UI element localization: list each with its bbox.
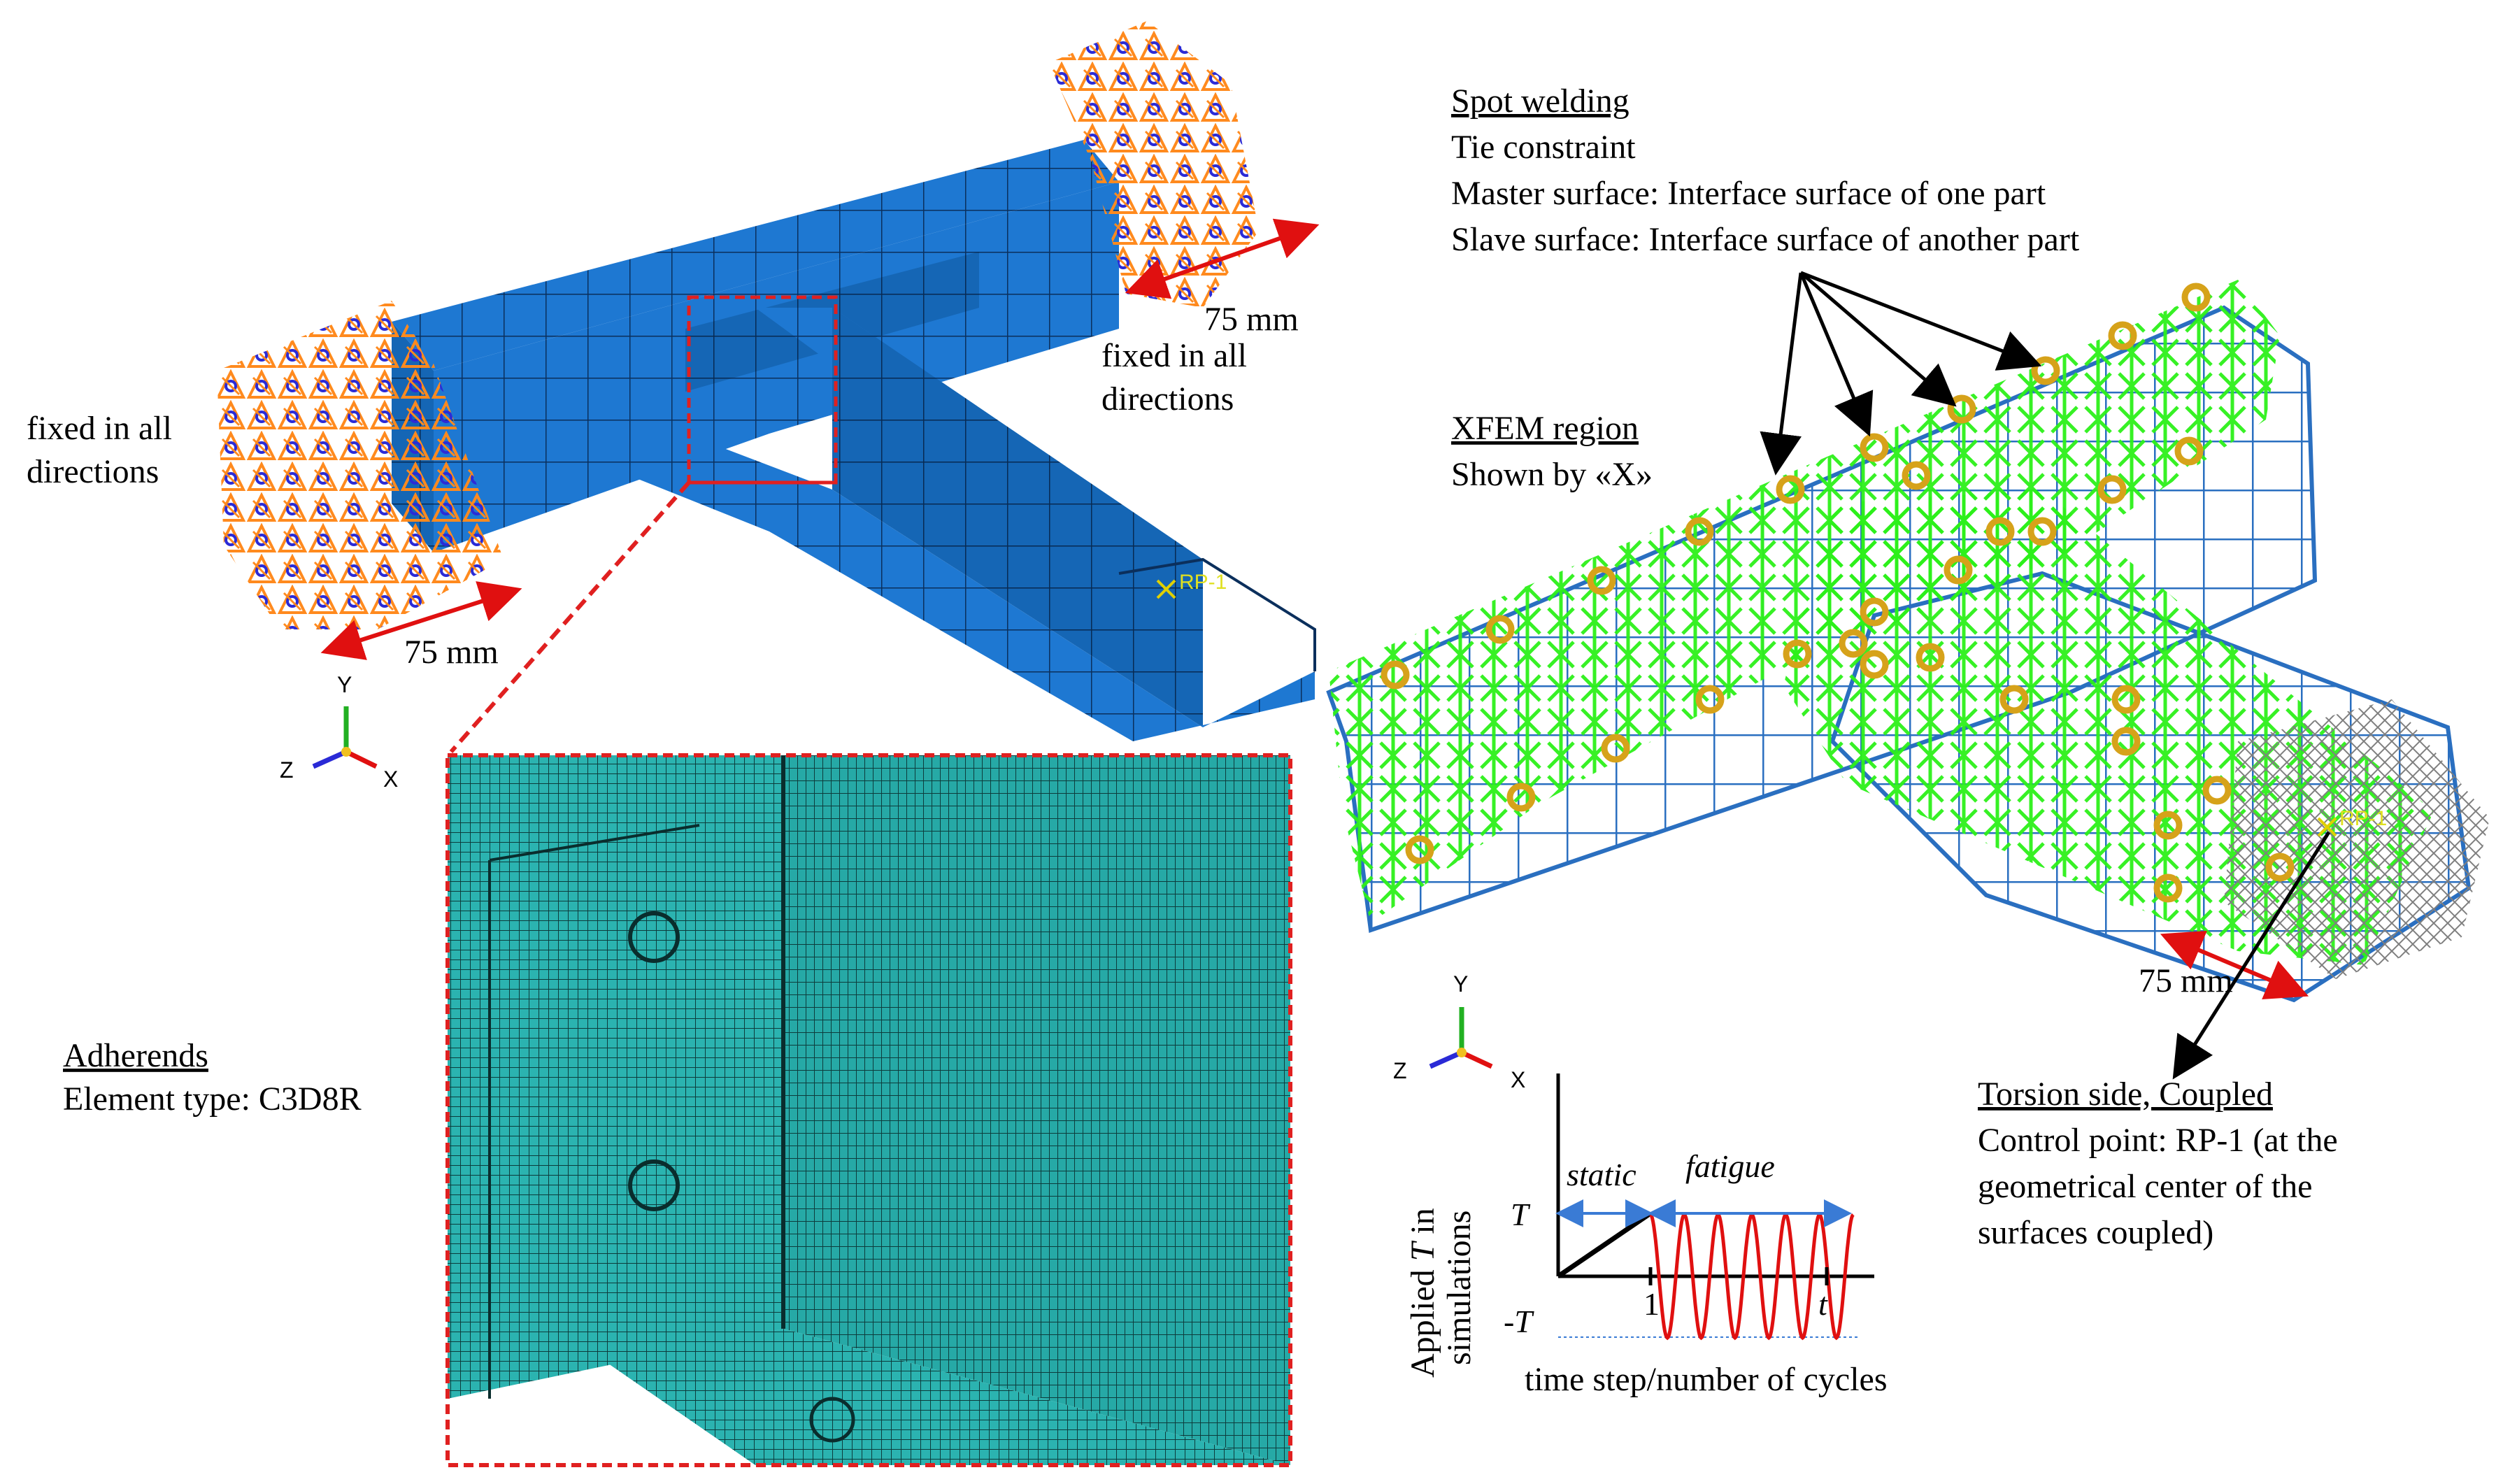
spot-welding-line-2: Master surface: Interface surface of one…: [1451, 175, 2046, 212]
adherends-element-type: Element type: C3D8R: [63, 1080, 362, 1118]
axis-triad-right: Y Z X: [1393, 971, 1525, 1092]
xfem-green-region-main: [1329, 280, 2280, 923]
torsion-leader: [2172, 831, 2331, 1080]
svg-text:X: X: [383, 766, 398, 792]
dim-arrow-right: [1125, 218, 1320, 299]
load-history-chart: static fatigue T -T 1 t time step/number…: [1404, 1073, 1888, 1398]
mesh-web-face: [783, 755, 1290, 1465]
svg-text:Y: Y: [337, 672, 352, 697]
svg-text:Z: Z: [1393, 1058, 1407, 1083]
torsion-title: Torsion side, Coupled: [1978, 1076, 2273, 1113]
fixed-label-left: fixed in all directions: [27, 410, 180, 490]
coupling-rays: [2224, 699, 2490, 979]
spot-welding-title: Spot welding: [1451, 83, 1630, 120]
torsion-line-2: geometrical center of the: [1978, 1168, 2312, 1205]
left-fe-model: RP-1: [217, 21, 1316, 741]
rp-1-marker-left: RP-1: [1156, 571, 1227, 599]
mesh-bottom-flange: [608, 1329, 1290, 1465]
chart-x-label: time step/number of cycles: [1525, 1361, 1888, 1398]
zoom-leader-line: [449, 481, 691, 753]
tick-label-negT: -T: [1504, 1304, 1534, 1339]
chart-y-label-line2: simulations: [1441, 1211, 1478, 1365]
svg-text:Y: Y: [1453, 971, 1468, 997]
dim-label-right: 75 mm: [1204, 301, 1299, 338]
phase-fatigue-label: fatigue: [1685, 1148, 1775, 1184]
svg-text:RP-1: RP-1: [1179, 571, 1227, 594]
dim-label-left: 75 mm: [404, 634, 499, 671]
spot-weld-mesh-2: [628, 1160, 680, 1211]
svg-text:RP-1: RP-1: [2339, 807, 2387, 830]
tick-label-T: T: [1511, 1197, 1531, 1232]
main-beam-top-face: [392, 140, 1119, 371]
spot-weld-mesh-3: [809, 1397, 855, 1443]
cross-beam-side-face: [832, 308, 1203, 727]
spot-welding-line-3: Slave surface: Interface surface of anot…: [1451, 221, 2080, 258]
weld-markers: [1381, 283, 2295, 903]
adherends-title: Adherends: [63, 1037, 208, 1074]
cross-beam-bottom-flange: [629, 434, 1315, 741]
fixed-bc-cluster-left: [217, 301, 504, 629]
axis-triad-left: Y Z X: [280, 672, 398, 792]
xfem-title: XFEM region: [1451, 410, 1639, 447]
rp-1-marker-right: RP-1: [2317, 807, 2387, 837]
svg-text:Z: Z: [280, 757, 294, 783]
static-ramp: [1557, 1211, 1652, 1278]
tick-label-1: 1: [1643, 1286, 1660, 1322]
right-xfem-model: RP-1: [1326, 280, 2490, 1003]
mesh-flange-face: [448, 755, 783, 1399]
spot-welding-leaders: [1760, 271, 2042, 476]
torsion-line-3: surfaces coupled): [1978, 1214, 2213, 1251]
torsion-line-1: Control point: RP-1 (at the: [1978, 1122, 2338, 1159]
zoom-region-box: [687, 295, 838, 485]
dim-arrow-left: [320, 581, 522, 660]
dim-label-right-model: 75 mm: [2139, 962, 2233, 999]
chart-y-label-line1: Applied T in: [1404, 1208, 1441, 1378]
spot-welding-line-1: Tie constraint: [1451, 129, 1636, 166]
fixed-label-right: fixed in all directions: [1101, 337, 1255, 418]
svg-text:X: X: [1511, 1067, 1525, 1092]
tick-label-t: t: [1818, 1286, 1828, 1322]
dim-arrow-right-model: [2160, 930, 2309, 1000]
spot-weld-mesh-1: [628, 911, 680, 963]
zoomed-mesh-panel: [445, 753, 1292, 1467]
xfem-line-1: Shown by «X»: [1451, 456, 1653, 493]
phase-static-label: static: [1567, 1157, 1636, 1192]
